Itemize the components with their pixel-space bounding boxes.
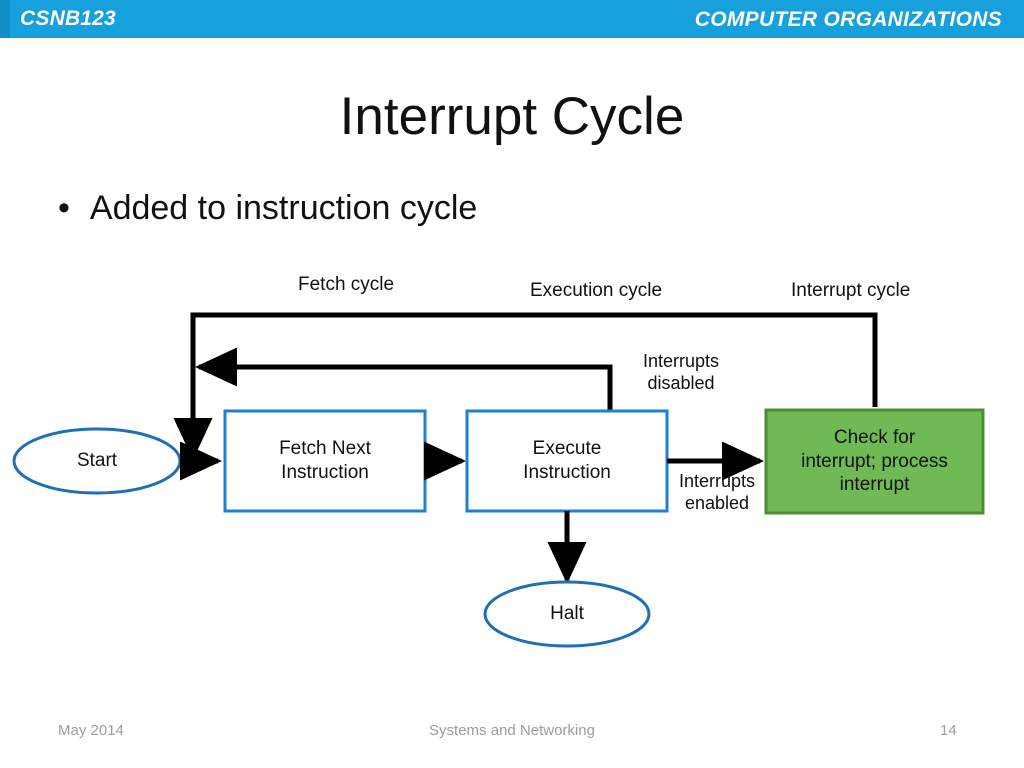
bullet-list: • Added to instruction cycle [58, 188, 477, 228]
node-interrupt-shape[interactable] [764, 408, 985, 515]
footer-organization: Systems and Networking [429, 722, 595, 739]
label-interrupts-disabled: Interrupts disabled [631, 351, 731, 395]
page-title: Interrupt Cycle [339, 87, 685, 146]
diagram-svg [12, 312, 985, 648]
node-halt-shape[interactable] [483, 580, 651, 648]
label-interrupt-cycle: Interrupt cycle [791, 280, 911, 301]
course-code-label: CSNB123 [20, 7, 116, 30]
label-interrupts-enabled-line2: enabled [684, 492, 750, 513]
label-fetch-cycle: Fetch cycle [298, 274, 395, 295]
arrow-execution-cycle-return [194, 347, 613, 411]
label-execution-cycle: Execution cycle [530, 280, 663, 301]
header-bar [0, 0, 1024, 38]
node-execute-shape[interactable] [465, 409, 669, 513]
course-title-label: COMPUTER ORGANIZATIONS [694, 8, 1002, 31]
node-fetch-shape[interactable] [223, 409, 427, 513]
label-interrupts-disabled-line1: Interrupts [642, 351, 720, 371]
bullet-item-text: Added to instruction cycle [89, 189, 478, 227]
node-start-shape[interactable] [12, 427, 182, 495]
label-interrupts-enabled-line1: Interrupts [678, 471, 756, 491]
footer-date: May 2014 [58, 722, 124, 739]
label-interrupts-enabled: Interrupts enabled [667, 471, 767, 515]
interrupt-cycle-diagram: Fetch cycle Execution cycle Interrupt cy… [0, 260, 1024, 660]
arrow-interrupt-cycle-return [173, 312, 878, 461]
label-interrupts-disabled-line2: disabled [647, 372, 715, 393]
bullet-marker-icon: • [58, 189, 70, 227]
footer-page-number: 14 [940, 722, 957, 739]
header-accent-stripe [0, 0, 10, 38]
